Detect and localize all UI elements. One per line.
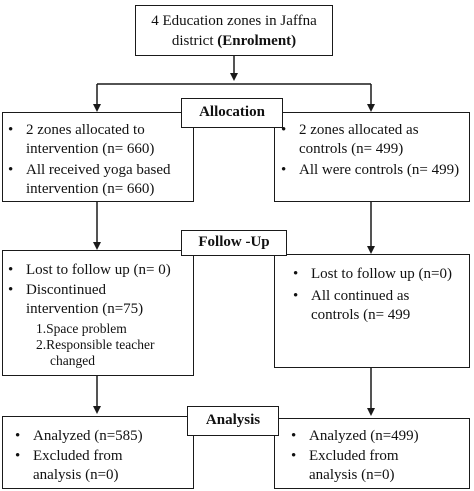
stage-label-allocation: Allocation (181, 98, 283, 128)
list-item: • 2 zones allocated as controls (n= 499) (281, 121, 465, 159)
list-item: • Lost to follow up (n=0) (293, 265, 465, 284)
sub-item-changed: changed (50, 353, 95, 368)
bullet: • (281, 122, 287, 138)
list-item: • Analyzed (n=499) (291, 427, 465, 446)
list-item-text: 2 zones allocated as controls (n= 499) (299, 122, 419, 157)
list-item: • All continued as controls (n= 499 (293, 287, 443, 325)
bullet: • (291, 448, 297, 464)
bullet: • (291, 428, 297, 444)
list-item-text: Excluded from analysis (n=0) (33, 448, 123, 483)
allocation-control-box: • 2 zones allocated as controls (n= 499)… (274, 112, 470, 202)
bullet: • (293, 288, 299, 304)
bullet: • (293, 266, 299, 282)
enrolment-line-1: 4 Education zones in Jaffna (151, 13, 317, 29)
bullet: • (15, 448, 21, 464)
bullet: • (15, 428, 21, 444)
sub-item-space-problem: 1.Space problem (36, 321, 127, 336)
list-item-text: Lost to follow up (n= 0) (26, 262, 171, 278)
enrolment-box: 4 Education zones in Jaffna district (En… (135, 5, 333, 56)
list-item-text: 2 zones allocated to intervention (n= 66… (26, 122, 155, 157)
analysis-intervention-box: • Analyzed (n=585) • Excluded from analy… (2, 416, 194, 489)
list-item: • Lost to follow up (n= 0) (8, 261, 188, 280)
stage-label-analysis: Analysis (187, 406, 279, 436)
list-item-text: All were controls (n= 499) (299, 162, 460, 178)
enrolment-label: (Enrolment) (217, 33, 297, 49)
list-item-text: Lost to follow up (n=0) (311, 266, 452, 282)
list-item: • All were controls (n= 499) (281, 161, 465, 180)
followup-control-box: • Lost to follow up (n=0) • All continue… (274, 254, 470, 368)
enrolment-line-2-text: district (171, 33, 218, 49)
list-item-text: Discontinued intervention (n=75) (26, 282, 144, 317)
bullet: • (8, 162, 14, 178)
list-item: • Discontinued intervention (n=75) (8, 281, 158, 319)
stage-label-followup: Follow -Up (181, 230, 287, 256)
bullet: • (8, 282, 14, 298)
list-item-text: Analyzed (n=585) (33, 428, 143, 444)
enrolment-line-2: district (Enrolment) (136, 31, 332, 51)
bullet: • (8, 262, 14, 278)
list-item-text: Analyzed (n=499) (309, 428, 419, 444)
bullet: • (281, 162, 287, 178)
list-item: • Analyzed (n=585) (15, 427, 191, 446)
followup-intervention-box: • Lost to follow up (n= 0) • Discontinue… (2, 250, 194, 376)
list-item-text: All continued as controls (n= 499 (311, 288, 411, 323)
list-item-text: All received yoga based intervention (n=… (26, 162, 171, 197)
list-item: • Excluded from analysis (n=0) (291, 447, 441, 485)
allocation-intervention-box: • 2 zones allocated to intervention (n= … (2, 112, 194, 202)
list-item: • Excluded from analysis (n=0) (15, 447, 165, 485)
list-item-text: Excluded from analysis (n=0) (309, 448, 399, 483)
list-item: • 2 zones allocated to intervention (n= … (8, 121, 188, 159)
bullet: • (8, 122, 14, 138)
list-item: • All received yoga based intervention (… (8, 161, 188, 199)
sub-item-responsible-teacher: 2.Responsible teacher (36, 337, 155, 352)
analysis-control-box: • Analyzed (n=499) • Excluded from analy… (274, 418, 470, 489)
